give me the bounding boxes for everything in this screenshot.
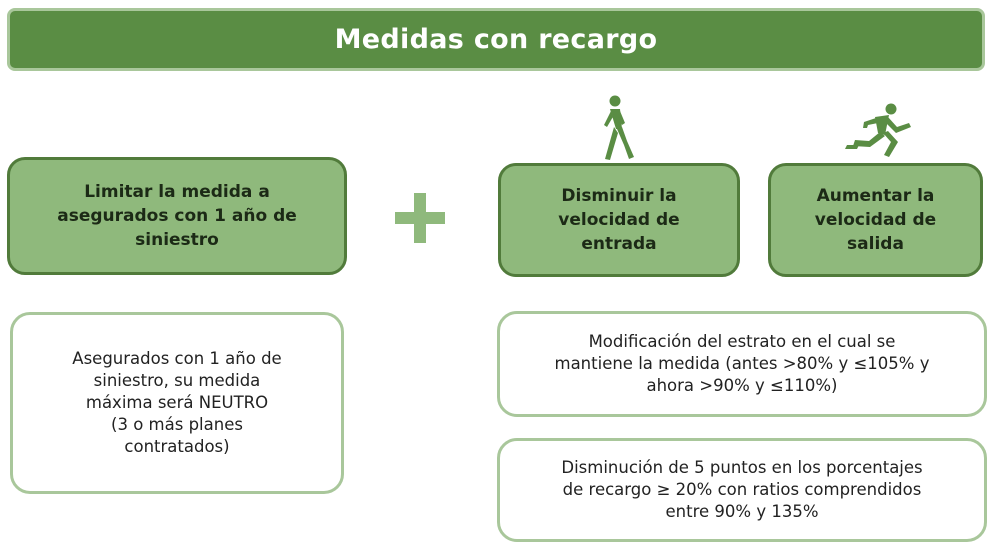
insured-detail-box: Asegurados con 1 año de siniestro, su me… <box>10 312 344 494</box>
limit-measure-box: Limitar la medida a asegurados con 1 año… <box>7 157 347 275</box>
page-title: Medidas con recargo <box>7 8 985 71</box>
increase-exit-speed-box: Aumentar la velocidad de salida <box>768 163 983 277</box>
walking-person-icon <box>604 95 634 160</box>
points-decrease-box: Disminución de 5 puntos en los porcentaj… <box>497 438 987 542</box>
plus-icon <box>395 193 445 243</box>
decrease-entry-speed-box: Disminuir la velocidad de entrada <box>498 163 740 277</box>
stratum-change-box: Modificación del estrato en el cual se m… <box>497 311 987 417</box>
running-person-icon <box>845 103 911 157</box>
